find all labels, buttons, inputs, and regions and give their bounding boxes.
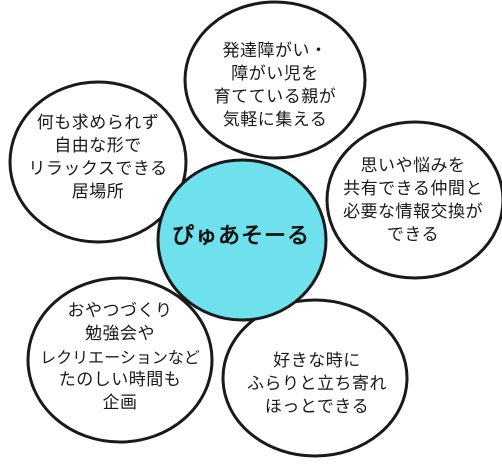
petal-text-bottom-right: 好きな時に ふらりと立ち寄れ ほっとできる: [232, 350, 402, 419]
petal-text-bottom-left: おやつづくり 勉強会や レクリエーションなど たのしい時間も 企画: [25, 300, 215, 415]
petal-left-line: 何も求められず: [36, 113, 160, 133]
petal-bottom-left-line: 勉強会や: [85, 324, 155, 344]
petal-text-right: 思いや悩みを 共有できる仲間と 必要な情報交換が できる: [328, 155, 498, 247]
petal-circle-top: [183, 0, 367, 160]
petal-bottom-right-line: ほっとできる: [264, 397, 370, 417]
petal-circle-bottom-right: [221, 298, 409, 458]
petal-bottom-left-line: レクリエーションなど: [40, 348, 200, 367]
petal-circle-left: [8, 80, 188, 244]
petal-right-line: 必要な情報交換が: [343, 202, 483, 222]
center-label: ぴゅあそーる: [171, 224, 310, 249]
petal-circle-bottom-left: [26, 276, 214, 444]
petal-right-line: できる: [386, 225, 440, 245]
petal-left-line: 自由な形で: [54, 136, 142, 156]
center-circle: [156, 158, 328, 322]
petal-right-line: 共有できる仲間と: [343, 179, 483, 199]
petal-bottom-left-line: 企画: [102, 393, 138, 413]
petal-circle-right: [325, 120, 502, 280]
petal-top-line: 発達障がい・: [222, 41, 328, 61]
petal-left-line: 居場所: [71, 182, 125, 202]
petal-top-line: 育てている親が: [213, 87, 337, 107]
petal-top-line: 障がい児を: [231, 64, 319, 84]
petal-bottom-right-line: ふらりと立ち寄れ: [247, 374, 387, 394]
petal-bottom-left-line: おやつづくり: [67, 301, 173, 321]
petal-text-left: 何も求められず 自由な形で リラックスできる 居場所: [18, 112, 178, 204]
petal-text-top: 発達障がい・ 障がい児を 育てている親が 気軽に集える: [195, 40, 355, 132]
petal-top-line: 気軽に集える: [222, 110, 328, 130]
petal-left-line: リラックスできる: [28, 159, 168, 179]
petal-bottom-right-line: 好きな時に: [273, 351, 361, 371]
petal-bottom-left-line: たのしい時間も: [58, 370, 182, 390]
petal-right-line: 思いや悩みを: [360, 156, 466, 176]
